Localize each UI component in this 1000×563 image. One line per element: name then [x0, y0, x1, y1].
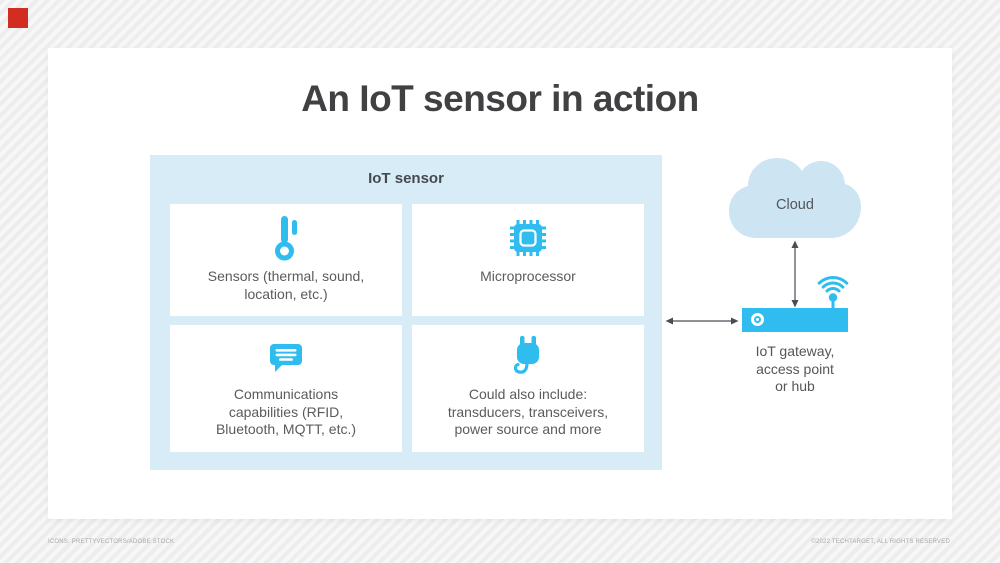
gateway-device: [742, 308, 848, 332]
communications-box-text: Communications capabilities (RFID, Bluet…: [215, 386, 357, 437]
sensors-box: Sensors (thermal, sound, location, etc.): [170, 204, 402, 316]
wifi-icon: [817, 276, 849, 309]
also-include-box-text: Could also include: transducers, transce…: [447, 386, 609, 437]
thermometer-icon: [271, 214, 301, 262]
page-title: An IoT sensor in action: [301, 78, 699, 119]
chat-bubble-icon: [269, 335, 303, 380]
footer-credit-right: ©2022 TECHTARGET, ALL RIGHTS RESERVED: [811, 539, 950, 545]
gateway-to-cloud-arrow: [791, 240, 799, 308]
sensors-box-text: Sensors (thermal, sound, location, etc.): [207, 268, 365, 302]
iot-sensor-panel-label: IoT sensor: [368, 170, 444, 187]
red-corner-marker: [8, 8, 28, 28]
power-plug-icon: [510, 335, 546, 380]
power-button-icon: [751, 313, 764, 326]
footer-credit-left: ICONS: PRETTYVECTORS/ADOBE STOCK: [48, 539, 175, 545]
gateway-label: IoT gateway, access point or hub: [755, 343, 835, 394]
microprocessor-box: Microprocessor: [412, 204, 644, 316]
sensor-to-gateway-arrow: [665, 317, 739, 325]
also-include-box: Could also include: transducers, transce…: [412, 325, 644, 452]
cloud-label: Cloud: [776, 197, 814, 213]
microprocessor-chip-icon: [510, 214, 546, 262]
communications-box: Communications capabilities (RFID, Bluet…: [170, 325, 402, 452]
cloud-icon: [729, 158, 861, 238]
microprocessor-box-text: Microprocessor: [480, 268, 576, 284]
